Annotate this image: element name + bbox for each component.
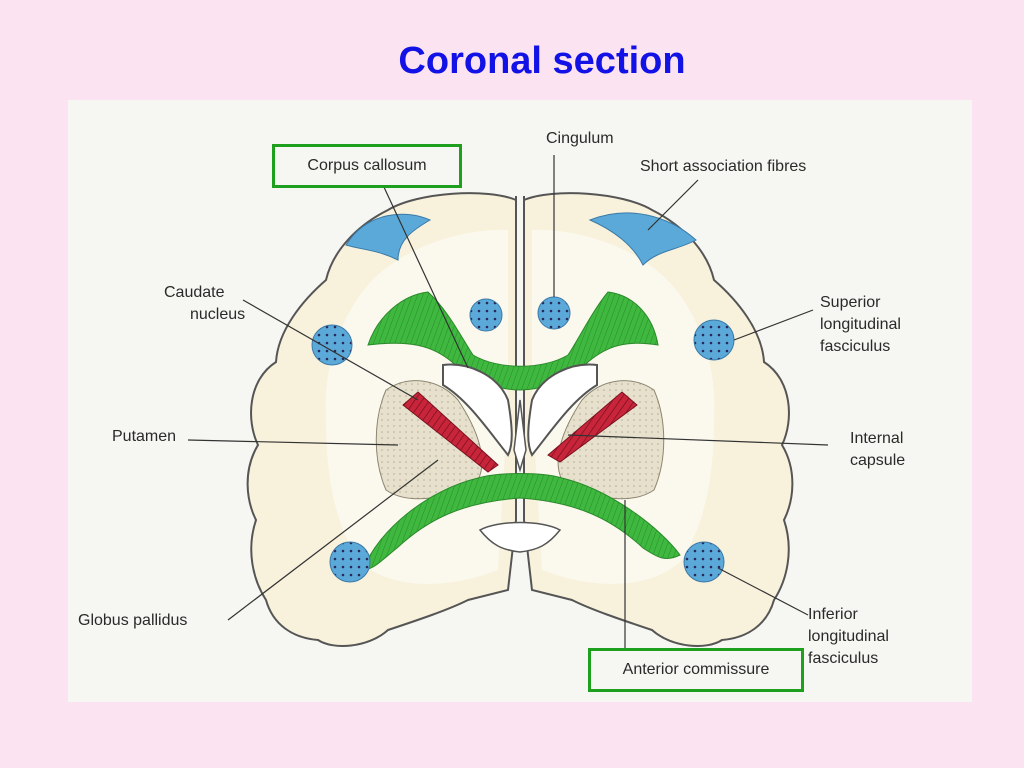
inferior-lf-label-line3: fasciculus [808, 650, 879, 667]
leader-superior-lf [733, 309, 814, 341]
corpus-callosum-label-box: Corpus callosum [272, 144, 462, 188]
short-association-fibres-right [588, 212, 697, 266]
caudate-nucleus-label-line2: nucleus [190, 306, 246, 323]
inferior-lf-label-line1: Inferior [808, 606, 858, 623]
leader-corpus-callosum [382, 184, 469, 369]
internal-capsule-left [402, 391, 499, 473]
superior-lf-label-line1: Superior [820, 294, 881, 311]
lateral-ventricle-left [442, 363, 513, 457]
globus-pallidus-label: Globus pallidus [78, 612, 188, 629]
lateral-ventricle-right [527, 363, 598, 457]
caudate-nucleus-label-line1: Caudate [164, 284, 225, 301]
superior-lf-label-line3: fasciculus [820, 338, 891, 355]
cingulum-label: Cingulum [546, 130, 614, 147]
midline-fissure [515, 196, 525, 355]
leader-globus-pallidus [227, 459, 439, 621]
leader-lines [187, 155, 829, 655]
corpus-callosum-label: Corpus callosum [307, 157, 427, 174]
slide-title: Coronal section [398, 40, 686, 82]
superior-longitudinal-fasciculus-right [693, 319, 735, 361]
diagram-panel: Corpus callosum Cingulum Short associati… [68, 100, 972, 702]
inferior-longitudinal-fasciculus-left [329, 541, 371, 583]
anterior-commissure-label: Anterior commissure [622, 661, 770, 678]
superior-longitudinal-fasciculus-left [311, 324, 353, 366]
cingulum-right [537, 296, 571, 330]
short-association-fibres-label: Short association fibres [640, 158, 807, 175]
third-ventricle [513, 399, 527, 473]
putamen-label: Putamen [112, 428, 177, 445]
brainstem-cut [478, 521, 562, 553]
anterior-commissure-label-box: Anterior commissure [588, 648, 804, 692]
internal-capsule-right [547, 391, 638, 463]
coronal-brain-diagram [187, 155, 829, 655]
leader-inferior-lf [717, 567, 809, 616]
short-association-fibres-left [345, 213, 432, 261]
inferior-longitudinal-fasciculus-right [683, 541, 725, 583]
anterior-commissure [362, 473, 681, 571]
leader-internal-capsule [567, 434, 829, 446]
leader-caudate [242, 299, 419, 401]
internal-capsule-label-line1: Internal [850, 430, 904, 447]
leader-putamen [187, 439, 399, 446]
inferior-lf-label-line2: longitudinal [808, 628, 889, 645]
superior-lf-label-line2: longitudinal [820, 316, 901, 333]
cingulum-left [469, 298, 503, 332]
internal-capsule-label-line2: capsule [850, 452, 906, 469]
leader-short-association [647, 179, 699, 231]
